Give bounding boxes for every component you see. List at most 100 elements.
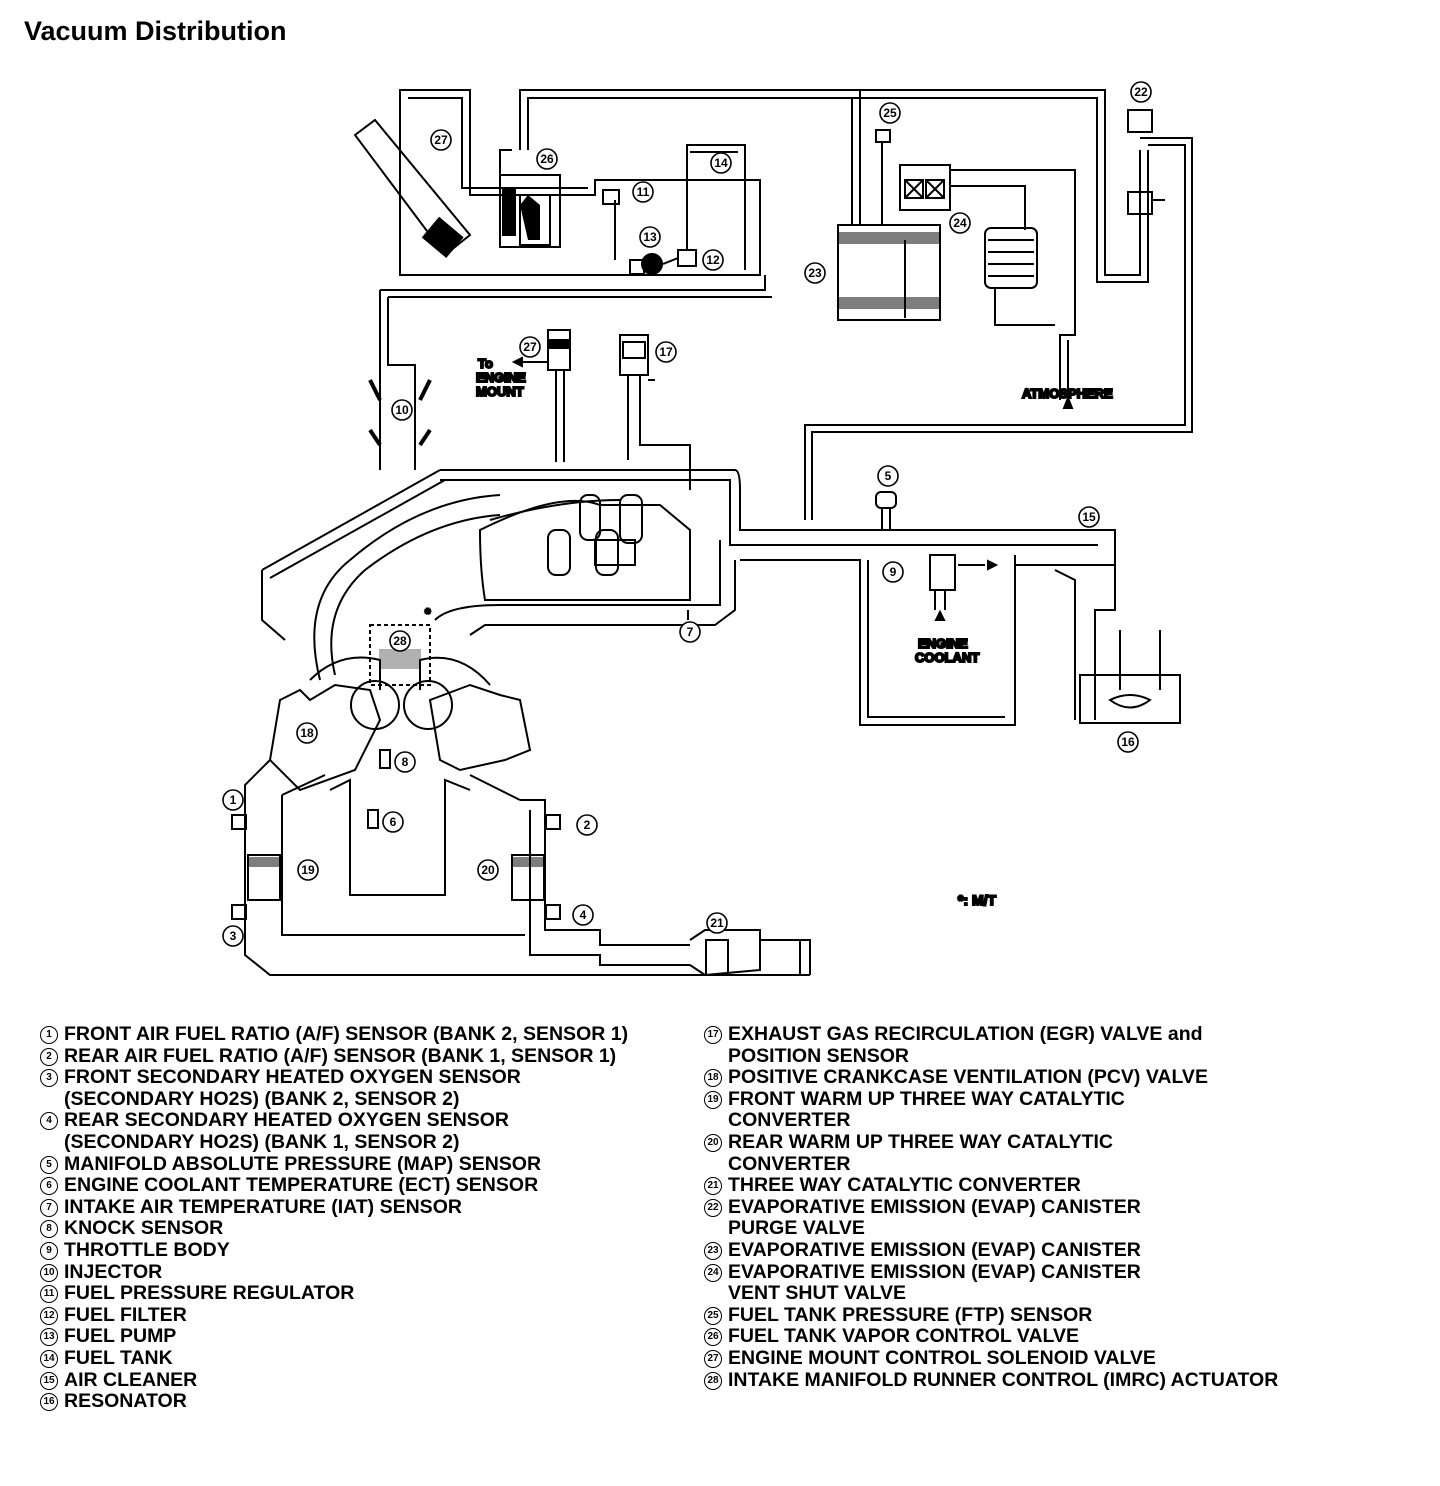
- callout-number-28: 28: [393, 634, 407, 648]
- legend-item-20: 20 REAR WARM UP THREE WAY CATALYTIC CONVE…: [704, 1130, 1404, 1175]
- legend-text-9: THROTTLE BODY: [64, 1238, 230, 1261]
- legend-item-14: 14 FUEL TANK: [40, 1346, 700, 1370]
- callout-circle-18: [296, 722, 318, 744]
- callout-circle-16: [1117, 731, 1139, 753]
- legend-text-6: ENGINE COOLANT TEMPERATURE (ECT) SENSOR: [64, 1174, 539, 1197]
- legend-marker-17: 17: [704, 1026, 722, 1044]
- legend-text-16: RESONATOR: [64, 1390, 187, 1413]
- atmosphere-label: ATMOSPHERE: [1022, 386, 1113, 401]
- legend-marker-13: 13: [40, 1328, 58, 1347]
- legend-marker-18: 18: [704, 1069, 722, 1088]
- legend-marker-22: 22: [704, 1198, 722, 1217]
- legend-text-27: ENGINE MOUNT CONTROL SOLENOID VALVE: [728, 1346, 1156, 1369]
- callout-number-8: 8: [402, 755, 409, 769]
- legend-text-19: FRONT WARM UP THREE WAY CATALYTIC CONVER…: [728, 1087, 1125, 1132]
- legend-marker-8: 8: [40, 1220, 58, 1239]
- callout-number-4: 4: [580, 908, 587, 922]
- legend-marker-21: 21: [704, 1177, 722, 1196]
- legend-item-1: 1 FRONT AIR FUEL RATIO (A/F) SENSOR (BANK…: [40, 1023, 700, 1046]
- callout-number-26: 26: [540, 152, 554, 166]
- callout-number-23: 23: [808, 266, 822, 280]
- callout-number-9: 9: [890, 565, 897, 579]
- legend-marker-1: 1: [40, 1026, 58, 1044]
- callout-number-3: 3: [230, 929, 237, 943]
- callout-number-27-b: 27: [523, 340, 537, 354]
- legend-marker-24: 24: [704, 1263, 722, 1282]
- callout-circle-17: [655, 341, 677, 363]
- callout-circle-15: [1078, 506, 1100, 528]
- callout-circle-5: [877, 465, 899, 487]
- legend-marker-14: 14: [40, 1349, 58, 1368]
- legend-text-14: FUEL TANK: [64, 1346, 173, 1369]
- callout-circle-2: [576, 814, 598, 836]
- legend-text-18: POSITIVE CRANKCASE VENTILATION (PCV) VAL…: [728, 1066, 1208, 1089]
- callout-circle-14: [710, 152, 732, 174]
- to-engine-mount-line-3: MOUNT: [476, 384, 524, 399]
- callout-circle-21: [706, 912, 728, 934]
- to-engine-mount-label: To ENGINE MOUNT: [476, 356, 529, 399]
- callout-number-27: 27: [434, 133, 448, 147]
- legend-item-18: 18 POSITIVE CRANKCASE VENTILATION (PCV) V…: [704, 1067, 1404, 1089]
- legend-marker-15: 15: [40, 1371, 58, 1390]
- callout-number-15: 15: [1082, 510, 1096, 524]
- callout-number-11: 11: [637, 185, 650, 199]
- callout-circle-27-b: [519, 336, 541, 358]
- legend-marker-2: 2: [40, 1047, 58, 1066]
- legend-item-13: 13 FUEL PUMP: [40, 1326, 700, 1348]
- callout-number-21: 21: [710, 916, 724, 930]
- legend-marker-20: 20: [704, 1133, 722, 1152]
- vacuum-distribution-diagram: 1234567891011121314151617181920212223242…: [222, 81, 1193, 977]
- asterisk-mark: *: [425, 605, 431, 621]
- callout-circle-3: [222, 925, 244, 947]
- legend-marker-9: 9: [40, 1241, 58, 1260]
- legend-marker-12: 12: [40, 1306, 58, 1325]
- legend-marker-3: 3: [40, 1069, 58, 1088]
- to-engine-mount-line-2: ENGINE: [476, 370, 526, 385]
- callout-number-6: 6: [390, 815, 397, 829]
- egr-and-solenoid: [511, 329, 691, 490]
- callout-circle-7: [679, 621, 701, 643]
- legend-marker-6: 6: [40, 1177, 58, 1196]
- legend-marker-11: 11: [40, 1285, 58, 1304]
- legend-marker-7: 7: [40, 1198, 58, 1217]
- legend-marker-10: 10: [40, 1263, 58, 1282]
- callout-circle-13: [639, 226, 661, 248]
- callout-number-19: 19: [301, 863, 315, 877]
- callout-number-1: 1: [230, 793, 237, 807]
- to-engine-mount-line-1: To: [478, 356, 493, 371]
- legend-text-1: FRONT AIR FUEL RATIO (A/F) SENSOR (BANK …: [64, 1023, 629, 1045]
- legend-text-13: FUEL PUMP: [64, 1325, 177, 1348]
- legend-item-27: 27 ENGINE MOUNT CONTROL SOLENOID VALVE: [704, 1346, 1404, 1370]
- legend-marker-25: 25: [704, 1306, 722, 1325]
- callout-circle-12: [702, 249, 724, 271]
- callout-circle-10: [391, 399, 413, 421]
- callout-circle-20: [477, 859, 499, 881]
- callout-number-25: 25: [883, 106, 897, 120]
- legend-text-5: MANIFOLD ABSOLUTE PRESSURE (MAP) SENSOR: [64, 1152, 542, 1175]
- callout-number-17: 17: [659, 345, 673, 359]
- callout-number-12: 12: [706, 253, 720, 267]
- legend-marker-26: 26: [704, 1328, 722, 1347]
- legend-text-2: REAR AIR FUEL RATIO (A/F) SENSOR (BANK 1…: [64, 1044, 617, 1067]
- engine-coolant-line-2: COOLANT: [915, 650, 979, 665]
- legend-marker-27: 27: [704, 1349, 722, 1368]
- callout-number-16: 16: [1121, 735, 1135, 749]
- callout-circle-26: [536, 148, 558, 170]
- callout-number-14: 14: [714, 156, 728, 170]
- legend-text-25: FUEL TANK PRESSURE (FTP) SENSOR: [728, 1303, 1093, 1326]
- legend-text-12: FUEL FILTER: [64, 1303, 187, 1326]
- legend-marker-16: 16: [40, 1393, 58, 1412]
- legend-marker-4: 4: [40, 1112, 58, 1131]
- legend-marker-28: 28: [704, 1371, 722, 1390]
- legend-text-20: REAR WARM UP THREE WAY CATALYTIC CONVERT…: [728, 1130, 1113, 1175]
